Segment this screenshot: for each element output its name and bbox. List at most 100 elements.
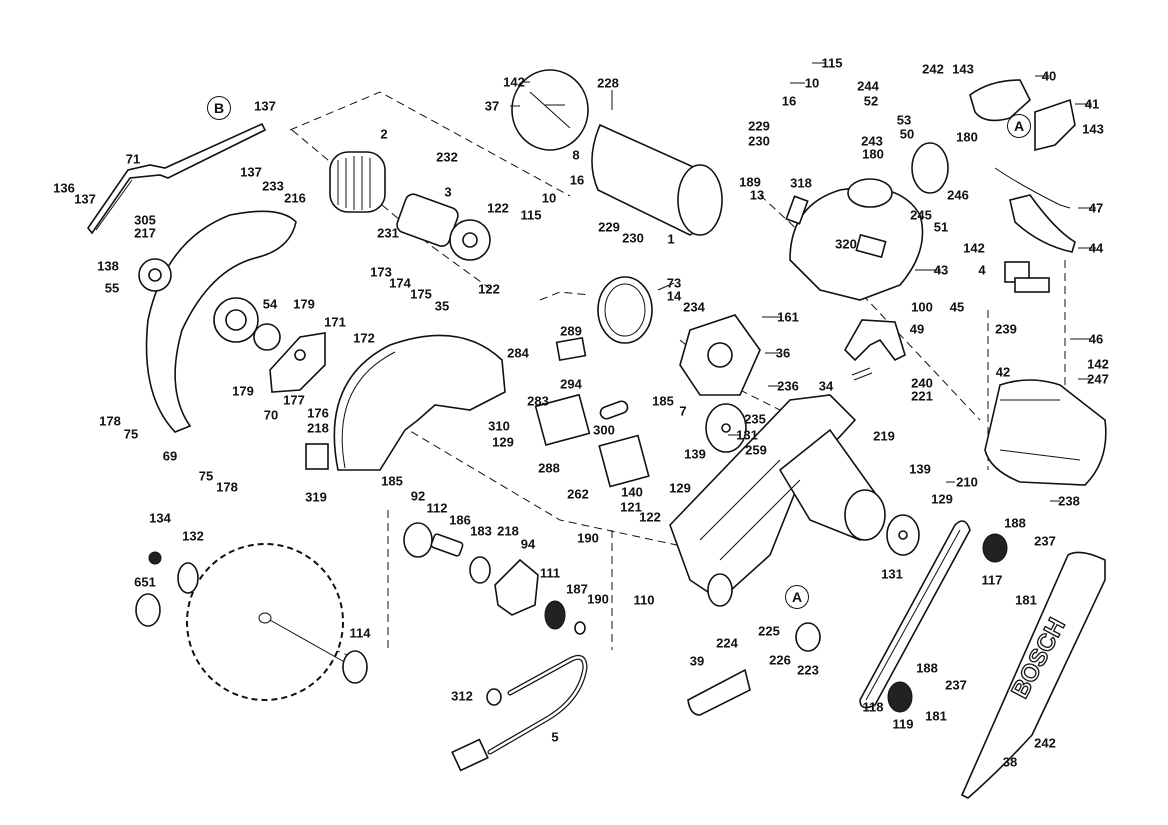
part-2-field: [329, 151, 386, 213]
callout-131: 131: [736, 427, 758, 443]
callout-42: 42: [995, 364, 1011, 380]
callout-189: 189: [739, 174, 761, 190]
callout-319: 319: [305, 489, 327, 505]
callout-305: 305: [134, 212, 156, 228]
callout-161: 161: [777, 309, 799, 325]
callout-5: 5: [551, 729, 559, 745]
callout-38: 38: [1002, 754, 1018, 770]
callout-179: 179: [232, 383, 254, 399]
callout-187: 187: [566, 581, 588, 597]
part-38-belt-cover: BOSCH: [960, 551, 1106, 799]
callout-39: 39: [689, 653, 705, 669]
callout-237: 237: [945, 677, 967, 693]
callout-138: 138: [97, 258, 119, 274]
callout-137: 137: [240, 164, 262, 180]
part-223-roller: [795, 622, 821, 652]
callout-34: 34: [818, 378, 834, 394]
callout-1: 1: [667, 231, 675, 247]
part-319-label: [305, 443, 329, 470]
callout-14: 14: [666, 288, 682, 304]
callout-173: 173: [370, 264, 392, 280]
reference-marker-a: A: [1007, 114, 1031, 138]
callout-242: 242: [922, 61, 944, 77]
callout-188: 188: [1004, 515, 1026, 531]
callout-229: 229: [748, 118, 770, 134]
part-73-ring: [597, 276, 653, 344]
callout-172: 172: [353, 330, 375, 346]
callout-284: 284: [507, 345, 529, 361]
callout-216: 216: [284, 190, 306, 206]
callout-181: 181: [925, 708, 947, 724]
callout-190: 190: [577, 530, 599, 546]
callout-186: 186: [449, 512, 471, 528]
callout-218: 218: [307, 420, 329, 436]
callout-55: 55: [104, 280, 120, 296]
callout-70: 70: [263, 407, 279, 423]
callout-50: 50: [899, 126, 915, 142]
callout-178: 178: [99, 413, 121, 429]
reference-marker-b: B: [207, 96, 231, 120]
part-blade: [186, 543, 356, 701]
part-gear-train: [403, 522, 586, 635]
part-35-lower-guard: [333, 334, 506, 471]
callout-237: 237: [1034, 533, 1056, 549]
callout-3: 3: [444, 184, 452, 200]
callout-226: 226: [769, 652, 791, 668]
callout-110: 110: [633, 592, 655, 608]
callout-185: 185: [652, 393, 674, 409]
callout-239: 239: [995, 321, 1017, 337]
callout-310: 310: [488, 418, 510, 434]
callout-140: 140: [621, 484, 643, 500]
callout-188: 188: [916, 660, 938, 676]
part-39-guide: [687, 668, 751, 716]
callout-2: 2: [380, 126, 388, 142]
callout-245: 245: [910, 207, 932, 223]
callout-36: 36: [775, 345, 791, 361]
callout-259: 259: [745, 442, 767, 458]
callout-52: 52: [863, 93, 879, 109]
callout-114: 114: [349, 625, 371, 641]
callout-122: 122: [639, 509, 661, 525]
callout-111: 111: [539, 565, 561, 581]
part-flanges: [135, 551, 368, 684]
callout-47: 47: [1088, 200, 1104, 216]
callout-318: 318: [790, 175, 812, 191]
part-43-handle: [785, 178, 924, 301]
part-4-switch: [1004, 261, 1050, 293]
part-131-disc: [705, 403, 920, 556]
callout-69: 69: [162, 448, 178, 464]
part-3-armature: [396, 193, 491, 261]
part-37-cover: [511, 69, 589, 151]
callout-179: 179: [293, 296, 315, 312]
callout-129: 129: [492, 434, 514, 450]
callout-92: 92: [410, 488, 426, 504]
callout-142: 142: [503, 74, 525, 90]
part-44-lever: [994, 167, 1076, 253]
callout-229: 229: [598, 219, 620, 235]
part-40-41-clamp: [969, 79, 1076, 152]
callout-44: 44: [1088, 240, 1104, 256]
callout-71: 71: [125, 151, 141, 167]
callout-289: 289: [560, 323, 582, 339]
callout-4: 4: [978, 262, 986, 278]
callout-143: 143: [952, 61, 974, 77]
part-117-pulley: [887, 533, 1008, 713]
callout-223: 223: [797, 662, 819, 678]
callout-228: 228: [597, 75, 619, 91]
callout-283: 283: [527, 393, 549, 409]
part-69-upper-guard: [145, 210, 297, 433]
callout-129: 129: [931, 491, 953, 507]
callout-121: 121: [620, 499, 642, 515]
callout-230: 230: [622, 230, 644, 246]
part-118-belt: [859, 520, 971, 709]
callout-75: 75: [198, 468, 214, 484]
callout-181: 181: [1015, 592, 1037, 608]
callout-139: 139: [909, 461, 931, 477]
callout-49: 49: [909, 321, 925, 337]
callout-51: 51: [933, 219, 949, 235]
callout-210: 210: [956, 474, 978, 490]
part-36-end-bell: [679, 314, 761, 396]
callout-176: 176: [307, 405, 329, 421]
callout-118: 118: [862, 699, 884, 715]
